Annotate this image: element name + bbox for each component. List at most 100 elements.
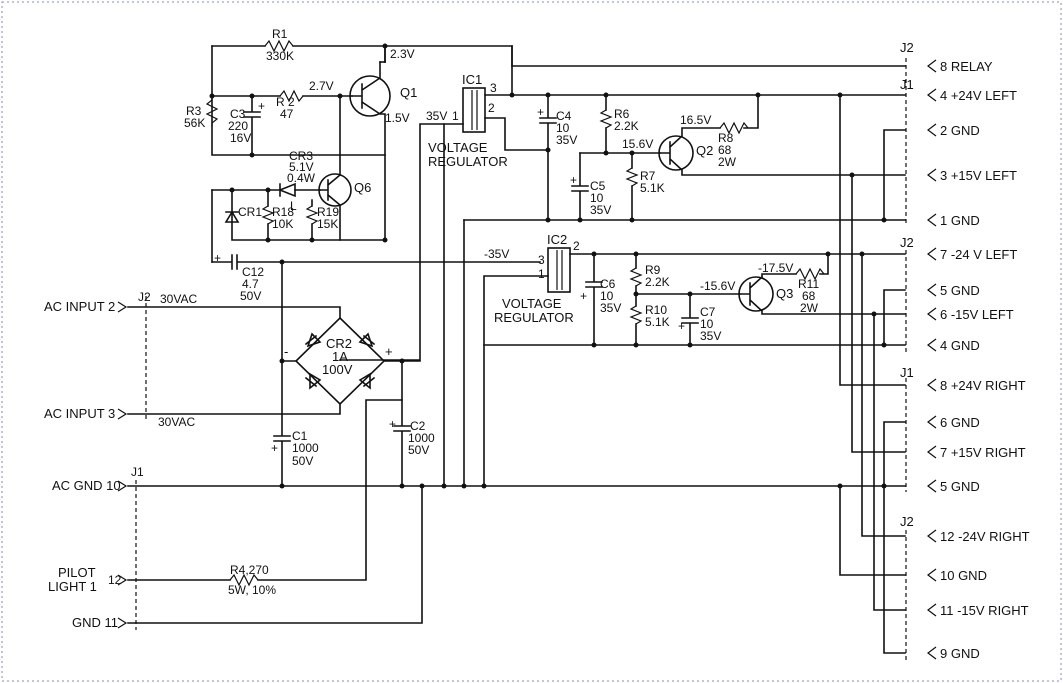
output-terminal-label: 6 -15V LEFT: [940, 307, 1014, 322]
c2-rating: 50V: [408, 443, 429, 457]
ic2-regulator: [547, 247, 571, 293]
plus-sign: +: [580, 289, 587, 303]
ic1-input-voltage: 35V: [426, 109, 447, 123]
output-terminal-arrow: [927, 603, 937, 617]
c12-rating: 50V: [240, 289, 261, 303]
q3-transistor: [738, 276, 774, 312]
c3-rating: 16V: [230, 131, 251, 145]
plus-sign: +: [271, 441, 278, 455]
output-terminal-label: 6 GND: [940, 415, 980, 430]
output-terminal-arrow: [927, 213, 937, 227]
ac-input-3-voltage: 30VAC: [158, 415, 195, 429]
pilot-label-line1: PILOT: [58, 565, 96, 580]
q6-transistor: [318, 173, 352, 207]
q3-collector-voltage: -17.5V: [758, 261, 793, 275]
r8-name: R8: [718, 131, 734, 145]
ic2-input-voltage: -35V: [484, 247, 509, 261]
q1-emitter-voltage: 1.5V: [385, 111, 410, 125]
gnd-label: GND 11: [72, 615, 118, 630]
c6-value: 10: [600, 289, 614, 303]
r8-resistor: [719, 121, 749, 135]
output-terminal-arrow: [927, 568, 937, 582]
ic1-name: IC1: [462, 72, 482, 87]
c7-rating: 35V: [700, 329, 721, 343]
ic2-label-line1: VOLTAGE: [502, 296, 562, 311]
r4-rating: 5W, 10%: [228, 583, 276, 597]
c12-name: C12: [242, 265, 264, 279]
output-terminal-label: 2 GND: [940, 123, 980, 138]
c5-value: 10: [590, 191, 604, 205]
q3-name: Q3: [776, 286, 793, 301]
r18-name: R18: [272, 205, 294, 219]
output-terminal-arrow: [927, 378, 937, 392]
r2-name: R 2: [276, 95, 295, 109]
output-terminal-arrow: [927, 646, 937, 660]
c7-value: 10: [700, 317, 714, 331]
output-terminal-label: 11 -15V RIGHT: [940, 603, 1029, 618]
r3-value: 56K: [184, 116, 205, 130]
c5-rating: 35V: [590, 203, 611, 217]
r18-value: 10K: [272, 217, 293, 231]
output-terminal-arrow: [927, 529, 937, 543]
ac-gnd-label: AC GND 10: [52, 478, 121, 493]
r7-name: R7: [640, 169, 656, 183]
cr2-value: 1A: [332, 349, 348, 364]
plus-sign: +: [214, 251, 221, 265]
output-terminal-arrow: [927, 445, 937, 459]
q3-section: IC2 2 3 1 -35V VOLTAGE REGULATOR + C6 10…: [483, 232, 906, 487]
ic2-pin2: 2: [573, 239, 580, 253]
q2-base-voltage: 15.6V: [622, 137, 653, 151]
r11-value: 68: [802, 289, 816, 303]
output-connector-label: J2: [900, 235, 914, 250]
plus-sign: +: [537, 105, 544, 119]
ic1-section: IC1 3 2 1 35V VOLTAGE REGULATOR: [339, 45, 906, 361]
output-connector-label: J1: [900, 77, 914, 92]
r19-resistor: [305, 205, 319, 225]
r10-name: R10: [645, 303, 667, 317]
r10-resistor: [629, 305, 643, 325]
q1-collector-voltage: 2.3V: [390, 47, 415, 61]
c12-value: 4.7: [242, 277, 259, 291]
plus-sign: +: [258, 99, 265, 113]
r6-value: 2.2K: [614, 119, 639, 133]
q2-transistor: [658, 135, 694, 171]
q2-collector-voltage: 16.5V: [680, 113, 711, 127]
c3-value: 220: [228, 119, 248, 133]
c4-value: 10: [556, 121, 570, 135]
cr3-suffix: L: [290, 199, 297, 213]
pilot-label-line2: LIGHT 1: [48, 579, 97, 594]
c7-name: C7: [700, 305, 716, 319]
output-terminal-label: 4 +24V LEFT: [940, 88, 1017, 103]
minus-sign: -: [284, 344, 288, 359]
cr2-name: CR2: [326, 336, 352, 351]
output-terminal-arrow: [927, 307, 937, 321]
cr3-value: 5.1V: [289, 160, 314, 174]
plus-sign: +: [678, 319, 685, 333]
pilot-pin: 12: [108, 573, 122, 587]
output-terminal-label: 9 GND: [940, 646, 980, 661]
r3-name: R3: [186, 104, 202, 118]
c6-rating: 35V: [600, 301, 621, 315]
output-terminal-label: 8 RELAY: [940, 59, 993, 74]
c1-rating: 50V: [292, 454, 313, 468]
ic2-label-line2: REGULATOR: [494, 310, 574, 325]
q3-base-voltage: -15.6V: [700, 279, 735, 293]
cr1-zener: [224, 210, 240, 223]
c1-value: 1000: [292, 441, 319, 455]
c2-value: 1000: [408, 431, 435, 445]
output-terminal-arrow: [927, 123, 937, 137]
r9-value: 2.2K: [645, 275, 670, 289]
q1-section: R1 330K R 2 47 2.7V R3 56K + C3 220 16V …: [184, 27, 513, 241]
r19-value: 15K: [317, 217, 338, 231]
cr3-rating: 0.4W: [287, 171, 316, 185]
output-terminal-arrow: [927, 479, 937, 493]
q1-base-voltage: 2.7V: [309, 79, 334, 93]
q2-section: + C4 10 35V R6 2.2K + C5 10 35V R7 5.1K …: [463, 92, 906, 223]
connector-j1-label: J1: [131, 465, 144, 479]
r8-value: 68: [718, 143, 732, 157]
output-terminal-arrow: [927, 415, 937, 429]
r8-rating: 2W: [718, 155, 737, 169]
output-terminal-arrow: [927, 168, 937, 182]
